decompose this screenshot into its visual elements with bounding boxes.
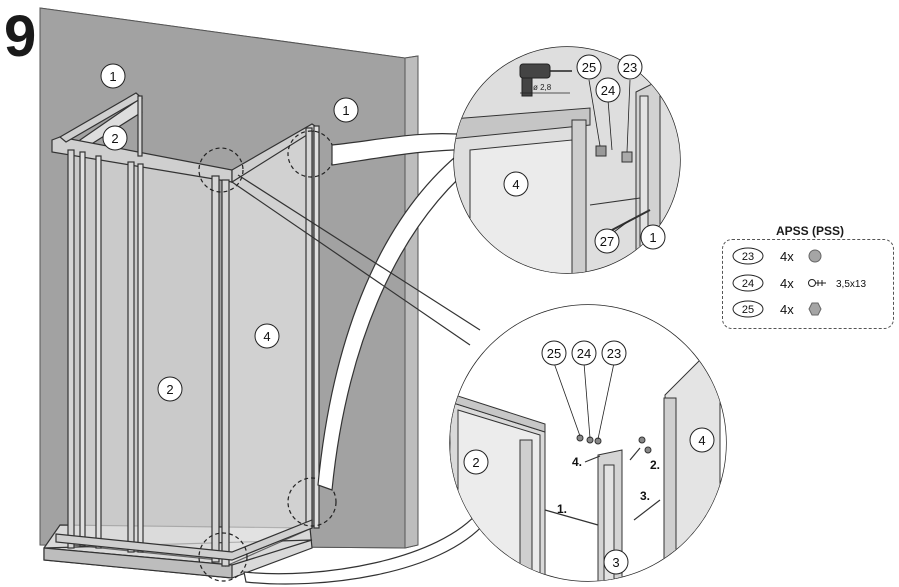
- washer-icon: [808, 302, 822, 316]
- callout-panel-4: 4: [512, 177, 519, 192]
- shower-enclosure: [43, 92, 320, 579]
- top-leaders: [588, 79, 631, 233]
- step-label-1: 1.: [557, 502, 567, 516]
- step-label-4: 4.: [572, 455, 582, 469]
- part-23-id: 23: [742, 251, 754, 263]
- part-24-id: 24: [742, 278, 754, 290]
- part-24-spec: 3,5x13: [836, 279, 866, 290]
- drill-icon: [519, 63, 572, 97]
- callout-glass-back: 2: [111, 131, 118, 146]
- callout-part-24-bottom: 24: [577, 346, 591, 361]
- callout-beams: [231, 133, 487, 585]
- callout-frame-top-left: 1: [109, 69, 116, 84]
- step-number: 9: [4, 4, 37, 69]
- cap-icon: [808, 249, 822, 263]
- zoom-markers: [198, 130, 337, 582]
- callouts: [100, 54, 715, 575]
- callout-part-27: 27: [600, 234, 614, 249]
- screw-icon: [808, 279, 826, 287]
- callout-glass-right: 4: [263, 329, 270, 344]
- parts-list-title: APSS (PSS): [775, 224, 844, 238]
- top-detail: ø 2,8: [453, 46, 681, 274]
- callout-part-25: 25: [582, 60, 596, 75]
- callout-part-24: 24: [601, 83, 615, 98]
- step-label-3: 3.: [640, 489, 650, 503]
- callout-panel-4-bottom: 4: [698, 433, 705, 448]
- callout-frame-top-right: 1: [342, 103, 349, 118]
- drill-bit-label: ø 2,8: [533, 83, 552, 92]
- callout-glass-front: 2: [166, 382, 173, 397]
- part-25-id: 25: [742, 304, 754, 316]
- parts-list-box: [722, 239, 894, 329]
- parts-list-rows: 23 24 25 4x 4x 4x 3,5x13: [732, 247, 866, 318]
- callout-part-23-bottom: 23: [607, 346, 621, 361]
- step-label-2: 2.: [650, 458, 660, 472]
- callout-part-23: 23: [623, 60, 637, 75]
- callout-panel-2: 2: [472, 455, 479, 470]
- callout-profile-1: 1: [649, 230, 656, 245]
- part-24-qty: 4x: [780, 276, 794, 291]
- callout-part-25-bottom: 25: [547, 346, 561, 361]
- callout-profile-3: 3: [612, 555, 619, 570]
- part-25-qty: 4x: [780, 302, 794, 317]
- part-23-qty: 4x: [780, 249, 794, 264]
